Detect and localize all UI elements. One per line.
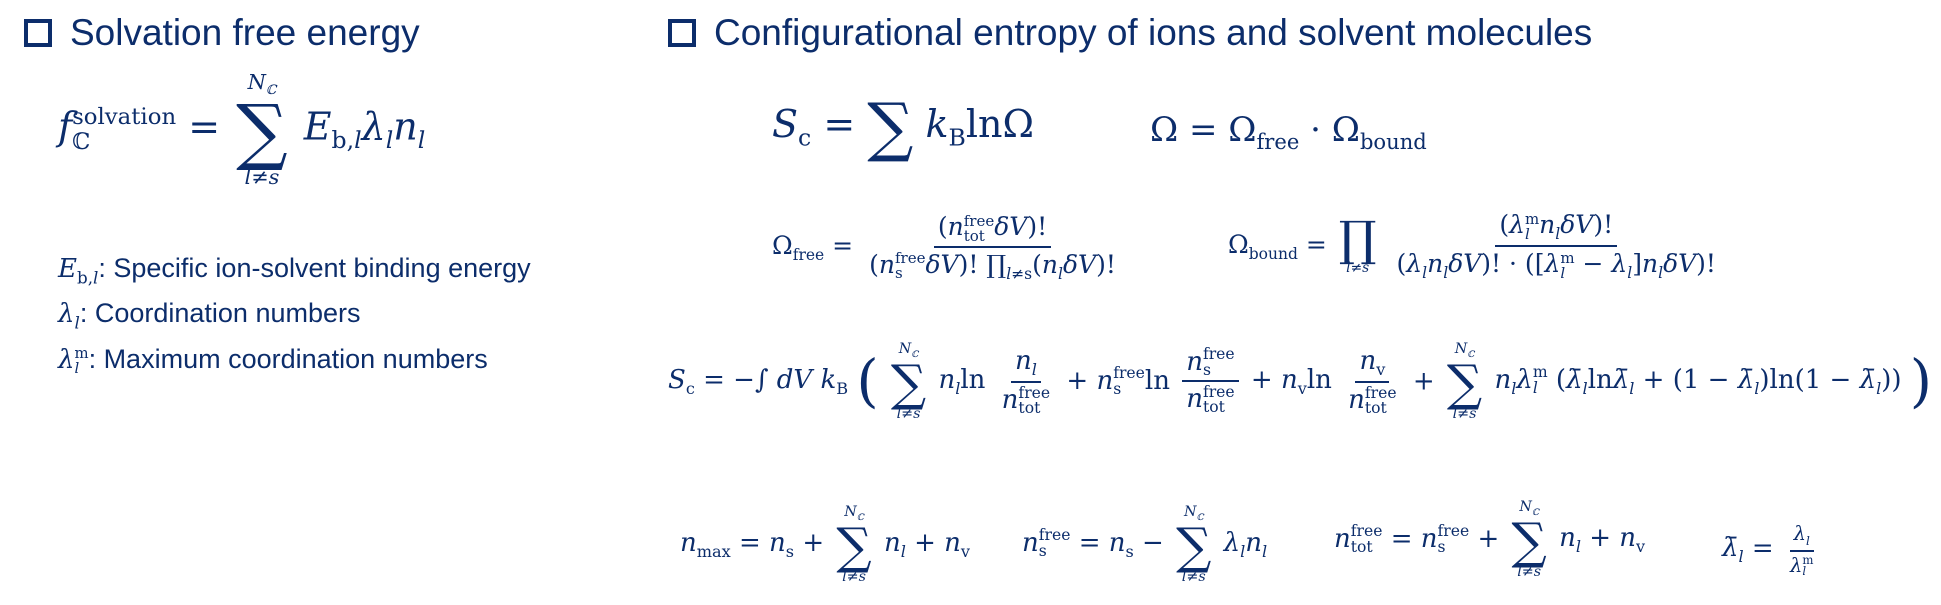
legend-item: λl: Coordination numbers (58, 298, 361, 333)
legend-item: Eb,l: Specific ion-solvent binding energ… (58, 253, 531, 288)
heading-solvation: Solvation free energy (24, 12, 420, 54)
heading-entropy: Configurational entropy of ions and solv… (668, 12, 1592, 54)
heading-solvation-text: Solvation free energy (70, 12, 420, 53)
equation-nmax: nmax = ns + Nℂ∑l≠s nl + nv (680, 504, 971, 585)
heading-entropy-text: Configurational entropy of ions and solv… (714, 12, 1593, 53)
equation-sc: Sc = ∑ kBlnΩ (772, 90, 1034, 165)
checkbox-square-icon (24, 19, 52, 47)
symbol-legend: Eb,l: Specific ion-solvent binding energ… (58, 250, 531, 378)
equation-omega: Ω = Ωfree · Ωbound (1150, 110, 1427, 154)
checkbox-square-icon (668, 19, 696, 47)
